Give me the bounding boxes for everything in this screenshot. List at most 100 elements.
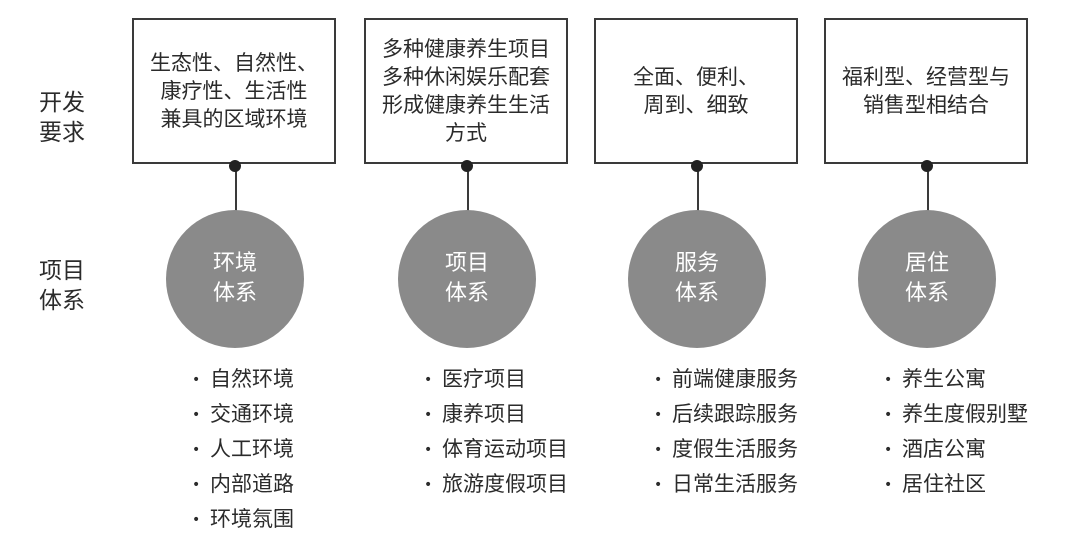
requirement-box: 全面、便利、 周到、细致 (594, 18, 798, 164)
list-item-label: 体育运动项目 (442, 437, 568, 461)
bullet-icon: • (654, 407, 663, 423)
connector-line (927, 166, 929, 230)
system-name-line: 环境 (212, 251, 257, 276)
row-label-line: 要求 (39, 120, 85, 146)
list-item: • 前端健康服务 (654, 362, 798, 397)
list-item-label: 养生度假别墅 (902, 402, 1028, 426)
list-item-label: 后续跟踪服务 (672, 402, 798, 426)
row-label-line: 开发 (39, 90, 85, 116)
column-service: 全面、便利、 周到、细致 服务 体系 • 前端健康服务 • 后续跟踪服务 • 度假生活… (594, 0, 802, 540)
system-name-line: 体系 (904, 281, 949, 306)
requirement-box: 多种健康养生项目 多种休闲娱乐配套 形成健康养生生活 方式 (364, 18, 568, 164)
requirement-line: 多种休闲娱乐配套 (382, 65, 550, 89)
requirement-line: 形成健康养生生活 (382, 93, 550, 117)
requirement-line: 福利型、经营型与 (842, 65, 1010, 89)
list-item-label: 日常生活服务 (672, 472, 798, 496)
system-circle: 居住 体系 (858, 210, 996, 348)
column-project: 多种健康养生项目 多种休闲娱乐配套 形成健康养生生活 方式 项目 体系 • 医疗项… (364, 0, 572, 540)
system-item-list: • 养生公寓 • 养生度假别墅 • 酒店公寓 • 居住社区 (884, 362, 1028, 502)
list-item: • 养生公寓 (884, 362, 1028, 397)
list-item-label: 居住社区 (902, 472, 986, 496)
row-label-development-requirements: 开发 要求 (34, 88, 90, 148)
connector-dot (229, 160, 241, 172)
list-item: • 医疗项目 (424, 362, 568, 397)
list-item: • 内部道路 (192, 467, 294, 502)
requirement-text: 生态性、自然性、 康疗性、生活性 兼具的区域环境 (150, 49, 318, 133)
column-residence: 福利型、经营型与 销售型相结合 居住 体系 • 养生公寓 • 养生度假别墅 • 酒店公… (824, 0, 1032, 540)
bullet-icon: • (192, 372, 201, 388)
list-item: • 人工环境 (192, 432, 294, 467)
bullet-icon: • (884, 407, 893, 423)
requirement-line: 兼具的区域环境 (160, 107, 308, 131)
list-item-label: 旅游度假项目 (442, 472, 568, 496)
list-item-label: 度假生活服务 (672, 437, 798, 461)
list-item: • 养生度假别墅 (884, 397, 1028, 432)
connector-dot (921, 160, 933, 172)
list-item: • 日常生活服务 (654, 467, 798, 502)
list-item: • 度假生活服务 (654, 432, 798, 467)
list-item-label: 医疗项目 (442, 367, 526, 391)
system-item-list: • 自然环境 • 交通环境 • 人工环境 • 内部道路 • 环境氛围 (192, 362, 294, 537)
list-item-label: 自然环境 (210, 367, 294, 391)
list-item: • 交通环境 (192, 397, 294, 432)
row-label-project-system: 项目 体系 (34, 256, 90, 316)
list-item: •旅游度假项目 (424, 467, 568, 502)
connector-line (467, 166, 469, 230)
bullet-icon: • (884, 477, 893, 493)
requirement-box: 生态性、自然性、 康疗性、生活性 兼具的区域环境 (132, 18, 336, 164)
system-name-line: 居住 (904, 251, 949, 276)
requirement-line: 周到、细致 (643, 93, 749, 117)
bullet-icon: • (654, 372, 663, 388)
system-circle: 服务 体系 (628, 210, 766, 348)
requirement-text: 全面、便利、 周到、细致 (633, 63, 759, 119)
system-name-line: 项目 (444, 251, 489, 276)
row-label-line: 体系 (39, 288, 85, 314)
bullet-icon: • (192, 407, 201, 423)
system-circle: 项目 体系 (398, 210, 536, 348)
system-item-list: • 医疗项目 • 康养项目 • 体育运动项目 •旅游度假项目 (424, 362, 568, 502)
bullet-icon: • (884, 372, 893, 388)
list-item: • 后续跟踪服务 (654, 397, 798, 432)
list-item: • 酒店公寓 (884, 432, 1028, 467)
connector-dot (691, 160, 703, 172)
requirement-box: 福利型、经营型与 销售型相结合 (824, 18, 1028, 164)
bullet-icon: • (654, 477, 663, 493)
system-item-list: • 前端健康服务 • 后续跟踪服务 • 度假生活服务 • 日常生活服务 (654, 362, 798, 502)
connector-line (235, 166, 237, 230)
system-name-line: 体系 (444, 281, 489, 306)
bullet-icon: • (424, 407, 433, 423)
system-name-line: 服务 (674, 251, 719, 276)
bullet-icon: • (192, 512, 201, 528)
bullet-icon: • (654, 442, 663, 458)
list-item-label: 前端健康服务 (672, 367, 798, 391)
list-item-label: 交通环境 (210, 402, 294, 426)
list-item-label: 养生公寓 (902, 367, 986, 391)
list-item: • 居住社区 (884, 467, 1028, 502)
requirement-line: 全面、便利、 (633, 65, 759, 89)
list-item-label: 环境氛围 (210, 507, 294, 531)
bullet-icon: • (424, 372, 433, 388)
requirement-text: 福利型、经营型与 销售型相结合 (842, 63, 1010, 119)
bullet-icon: • (884, 442, 893, 458)
list-item-label: 内部道路 (210, 472, 294, 496)
requirement-line: 多种健康养生项目 (382, 37, 550, 61)
requirement-text: 多种健康养生项目 多种休闲娱乐配套 形成健康养生生活 方式 (382, 35, 550, 147)
list-item-label: 康养项目 (442, 402, 526, 426)
row-label-line: 项目 (39, 258, 85, 284)
requirement-line: 方式 (445, 121, 487, 145)
requirement-line: 生态性、自然性、 (150, 51, 318, 75)
column-environment: 生态性、自然性、 康疗性、生活性 兼具的区域环境 环境 体系 • 自然环境 • 交通… (132, 0, 340, 540)
requirement-line: 销售型相结合 (863, 93, 989, 117)
connector-dot (461, 160, 473, 172)
system-name-line: 体系 (674, 281, 719, 306)
bullet-icon: • (192, 442, 201, 458)
list-item: • 体育运动项目 (424, 432, 568, 467)
list-item: • 自然环境 (192, 362, 294, 397)
list-item: • 环境氛围 (192, 502, 294, 537)
system-circle: 环境 体系 (166, 210, 304, 348)
list-item-label: 酒店公寓 (902, 437, 986, 461)
bullet-icon: • (192, 477, 201, 493)
connector-line (697, 166, 699, 230)
bullet-icon: • (424, 442, 433, 458)
list-item-label: 人工环境 (210, 437, 294, 461)
